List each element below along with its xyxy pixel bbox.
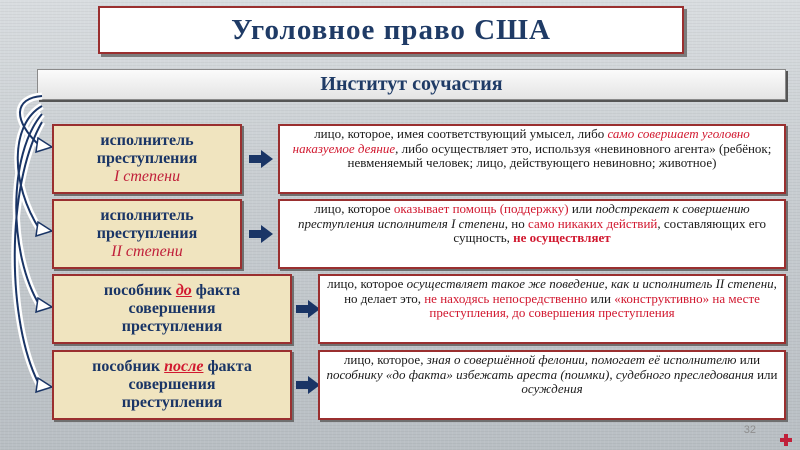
definition-text: лицо, которое, [343, 352, 427, 367]
definition-highlight: само никаких действий [528, 215, 658, 231]
accomplice-type-box: исполнитель преступления II степени [52, 199, 242, 269]
type-line-2: совершения [128, 300, 216, 317]
section-heading: Институт соучастия [37, 69, 786, 100]
accomplice-type-box: пособник до факта совершения преступлени… [52, 274, 292, 344]
type-line-1: пособник после факта [92, 358, 252, 376]
type-suffix: факта [191, 282, 241, 299]
definition-highlight: зная о совершённой фелонии, помогает её … [426, 352, 737, 367]
accomplice-type-box: исполнитель преступления I степени [52, 124, 242, 194]
definition-box: лицо, которое, зная о совершённой фелони… [318, 350, 786, 420]
type-degree: I степени [113, 168, 181, 185]
type-line-1: пособник до факта [104, 282, 240, 300]
definition-highlight: не осуществляет [513, 230, 611, 245]
definition-text: лицо, которое [314, 201, 394, 216]
right-arrow-icon [249, 225, 273, 243]
definition-text: , но [504, 215, 529, 231]
definition-highlight: не находясь непосредственно [424, 290, 588, 306]
type-keyword: до [175, 282, 192, 299]
definition-box: лицо, которое осуществляет такое же пове… [318, 274, 786, 344]
definition-text: лицо, которое [327, 276, 407, 291]
definition-highlight: осуществляет такое же поведение, как и и… [406, 276, 774, 291]
page-number: 32 [743, 424, 756, 436]
definition-text: , составляющих его сущность, [453, 215, 766, 245]
right-arrow-icon [296, 300, 320, 318]
definition-box: лицо, которое оказывает помощь (поддержк… [278, 199, 786, 269]
type-suffix: факта [203, 358, 252, 375]
type-line-2: преступления [96, 225, 198, 242]
definition-highlight: осуждения [521, 381, 583, 396]
definition-highlight: пособнику «до факта» избежать ареста (по… [326, 366, 754, 382]
type-line-2: преступления [96, 150, 198, 167]
plus-corner-icon [780, 434, 792, 446]
type-degree: II степени [111, 243, 183, 260]
accomplice-type-box: пособник после факта совершения преступл… [52, 350, 292, 420]
type-line-1: исполнитель [100, 132, 194, 149]
definition-text: или [753, 366, 778, 382]
definition-highlight: оказывает помощь (поддержку) [393, 201, 569, 216]
right-arrow-icon [296, 376, 320, 394]
definition-text: или [736, 352, 761, 367]
definition-text: или [587, 290, 615, 306]
definition-highlight: само совершает уголовно наказуемое деяни… [292, 126, 750, 156]
type-prefix: пособник [103, 282, 176, 299]
type-line-3: преступления [121, 394, 223, 411]
definition-highlight: подстрекает к совершению преступления ис… [298, 201, 750, 231]
definition-box: лицо, которое, имея соответствующий умыс… [278, 124, 786, 194]
page-title: Уголовное право США [98, 6, 684, 54]
definition-text: лицо, которое, имея соответствующий умыс… [314, 126, 608, 141]
definition-highlight: «конструктивно» на месте преступления, д… [429, 290, 760, 320]
type-keyword: после [164, 358, 204, 375]
definition-text: , либо осуществляет это, используя «неви… [347, 140, 772, 170]
type-line-1: исполнитель [100, 207, 194, 224]
curved-arrow-icon [11, 92, 54, 394]
type-line-2: совершения [128, 376, 216, 393]
right-arrow-icon [249, 150, 273, 168]
definition-text: , но делает это, [344, 276, 777, 306]
definition-text: или [568, 201, 596, 216]
type-line-3: преступления [121, 318, 223, 335]
type-prefix: пособник [92, 358, 165, 375]
